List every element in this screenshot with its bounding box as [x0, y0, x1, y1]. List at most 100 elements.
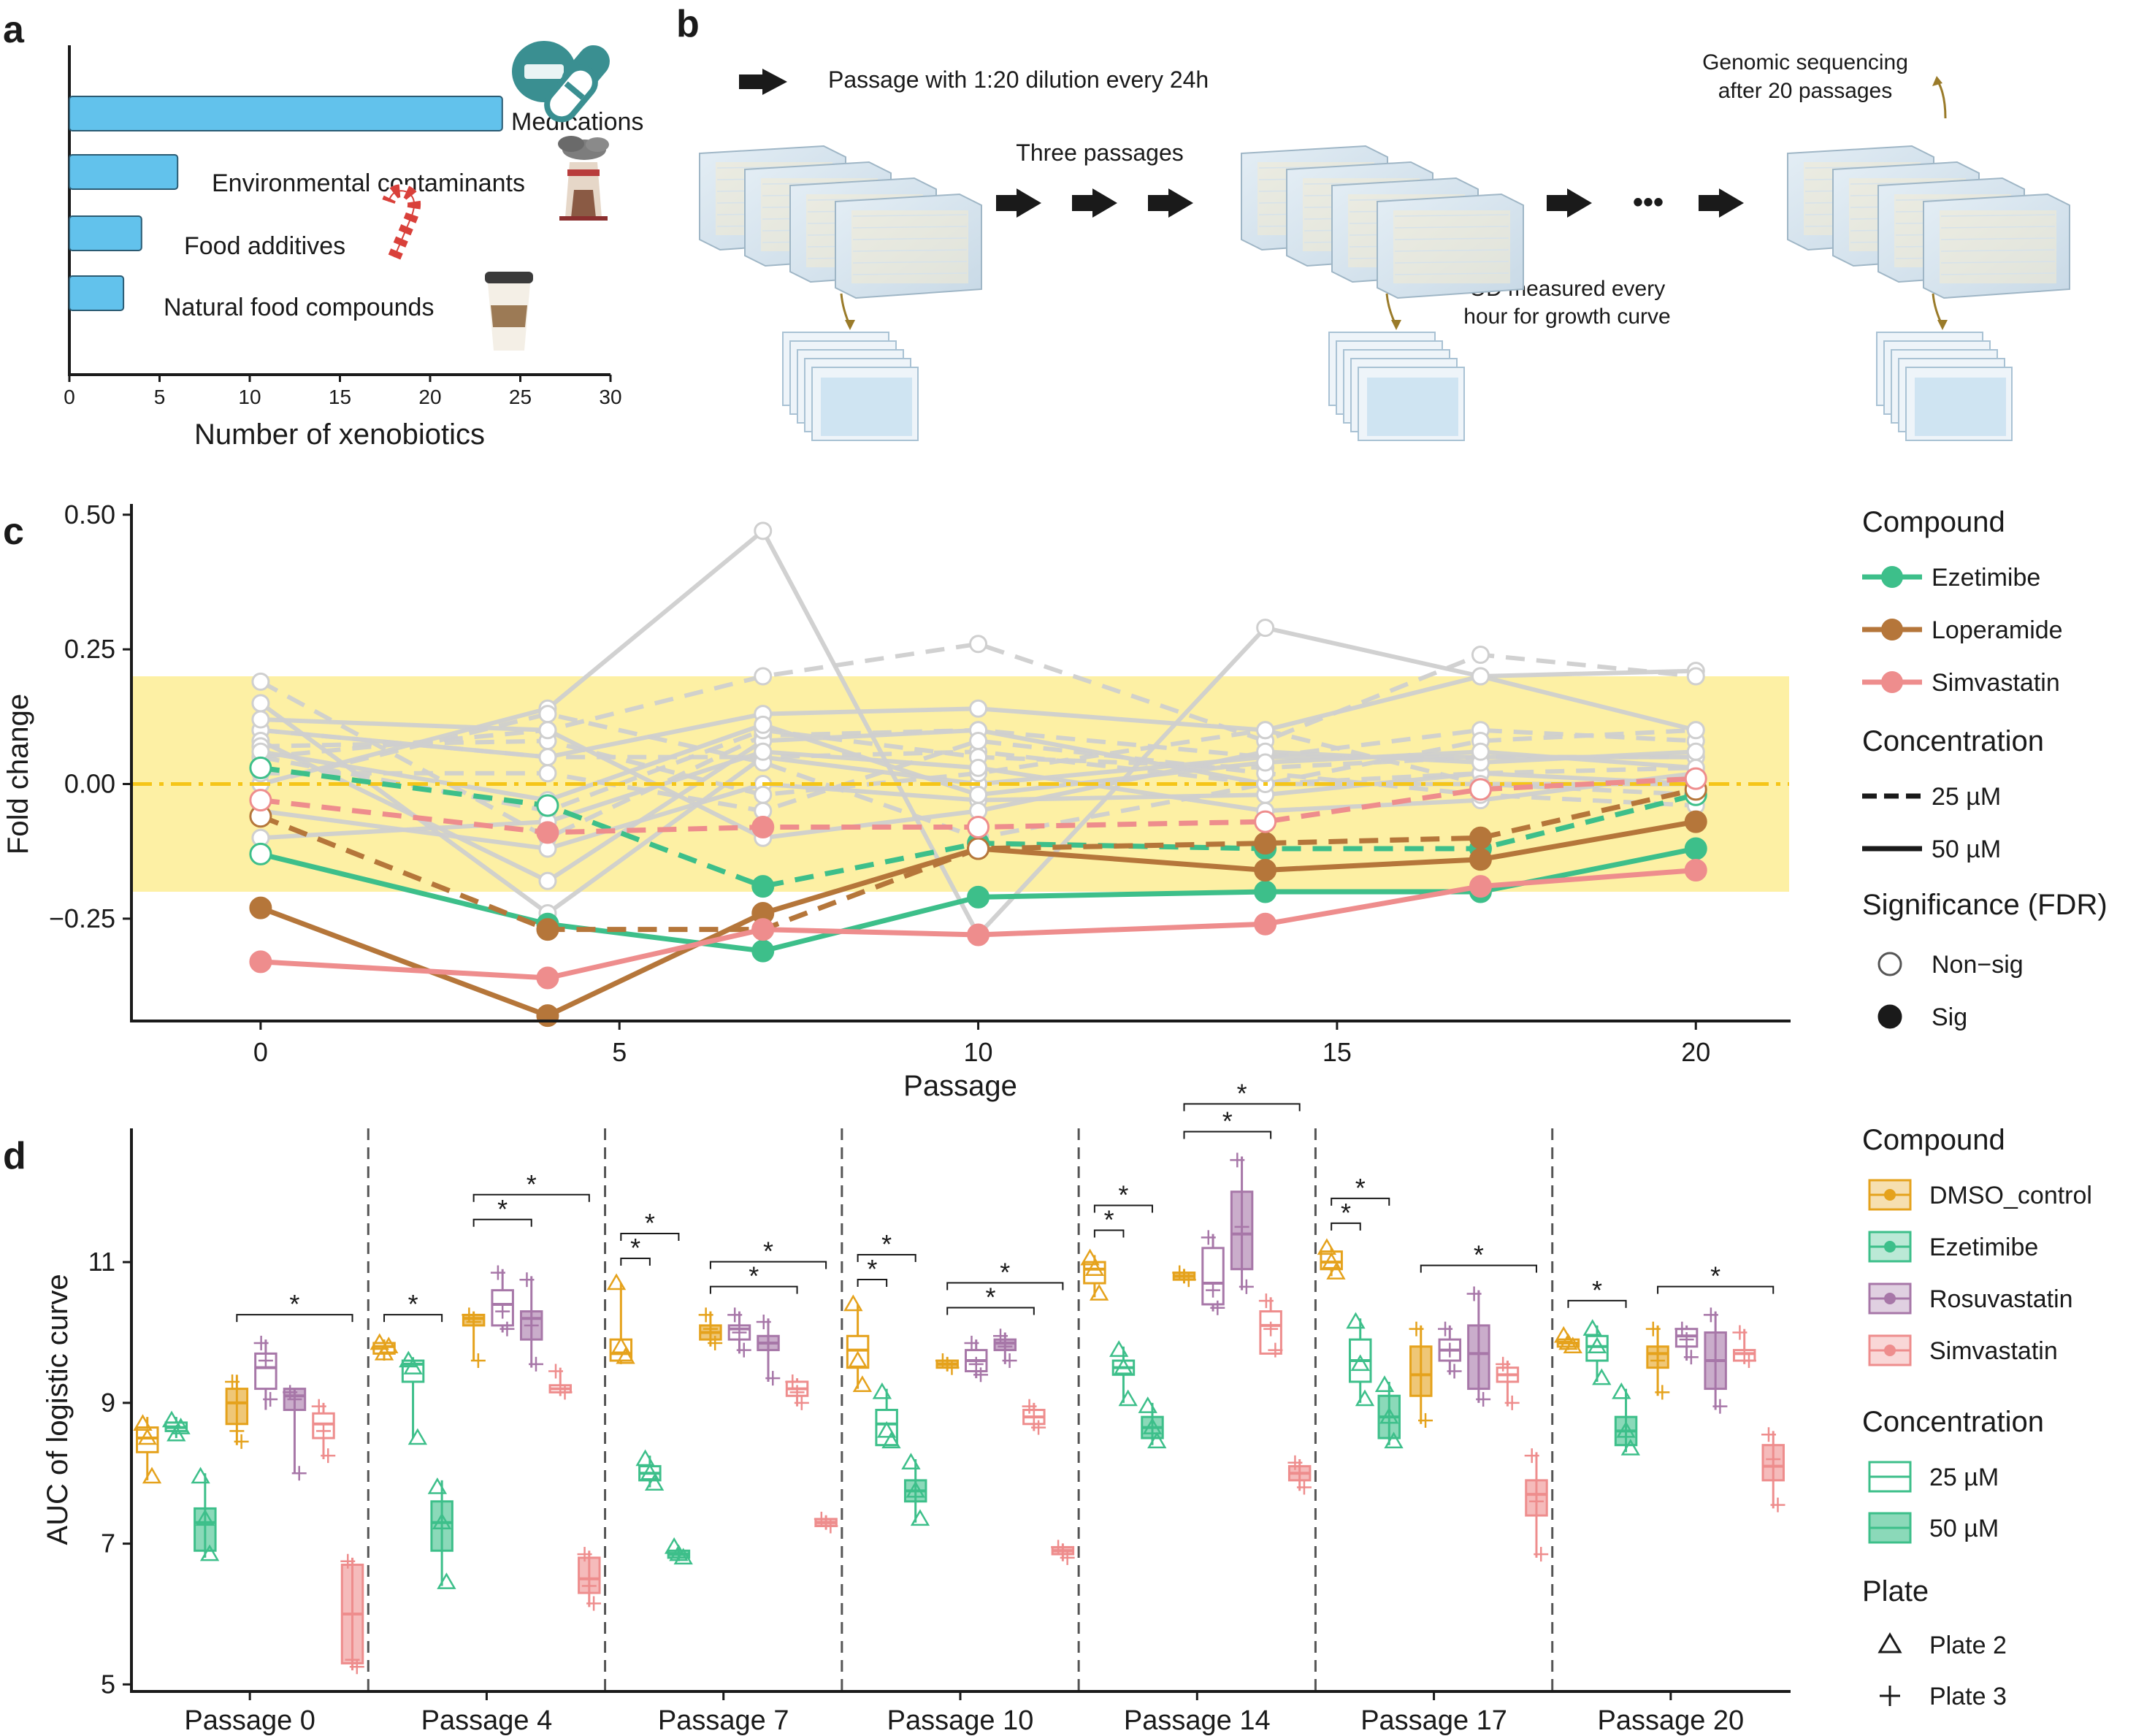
significance-star: * — [289, 1289, 299, 1319]
plate3-point — [470, 1353, 486, 1369]
arrow-head — [1567, 188, 1592, 218]
plate2-point — [407, 1428, 428, 1445]
legend-dot — [1884, 1241, 1896, 1253]
series-point — [1469, 875, 1492, 898]
plate3-point — [785, 1374, 800, 1389]
plate3-point — [1741, 1353, 1756, 1369]
assay-plate-stack-icon — [1328, 332, 1465, 441]
plate2-point — [673, 1548, 693, 1565]
plate3-point — [528, 1356, 543, 1372]
x-tick-label: 15 — [1322, 1037, 1352, 1067]
plate3-point — [490, 1265, 505, 1280]
plate2-point — [1620, 1439, 1640, 1456]
plate3-point — [1645, 1321, 1661, 1337]
series-point — [1469, 848, 1492, 871]
significance-star: * — [630, 1233, 640, 1263]
plate3-point — [1466, 1286, 1482, 1301]
plate2-point — [171, 1418, 191, 1434]
significance-bracket: * — [620, 1233, 651, 1266]
plate2-point — [644, 1474, 665, 1491]
bracket-line — [1183, 1103, 1301, 1112]
plate-grid-line — [1394, 237, 1509, 240]
x-tick-label: Passage 14 — [1124, 1705, 1271, 1736]
curved-arrow-line — [1937, 81, 1947, 119]
significance-bracket: * — [1183, 1079, 1301, 1112]
series-point — [1469, 826, 1492, 849]
plate3-point — [349, 1659, 364, 1675]
plate2-point — [1379, 1407, 1399, 1424]
plate3-point — [973, 1367, 989, 1383]
plate3-point — [1031, 1420, 1046, 1435]
panel-c-y-label: Fold change — [2, 694, 34, 854]
y-tick-label: 9 — [101, 1388, 115, 1418]
plate3-point — [1528, 1494, 1544, 1509]
pills-icon — [512, 41, 610, 123]
bracket-line — [1331, 1222, 1361, 1231]
series-point — [536, 821, 559, 844]
plate3-point — [1447, 1364, 1462, 1379]
legend-label: Plate 3 — [1929, 1683, 2007, 1710]
x-tick-label: Passage 10 — [887, 1705, 1034, 1736]
plate3-point — [1534, 1547, 1549, 1562]
arrow-shaft — [1072, 195, 1094, 211]
significance-bracket: * — [1093, 1179, 1153, 1213]
curved-arrow-up-icon — [1932, 76, 1947, 119]
bar-natural-food-compounds — [69, 275, 125, 311]
plate3-point — [548, 1364, 564, 1379]
curved-arrow-head — [845, 320, 855, 330]
coffee-cup-icon — [485, 272, 533, 351]
plate3-point — [1296, 1480, 1312, 1495]
plate2-point — [1558, 1333, 1578, 1350]
legend-dot — [1881, 566, 1903, 588]
plate2-point — [1592, 1368, 1612, 1385]
panel-d-y-label: AUC of logistic curve — [42, 1274, 74, 1545]
plate3-point — [1413, 1367, 1428, 1383]
x-tick-label: 5 — [612, 1037, 627, 1067]
series-point — [1684, 859, 1707, 882]
plate2-point — [161, 1410, 182, 1428]
plate-grid-line — [852, 249, 968, 252]
plate2-point — [432, 1513, 452, 1529]
plate3-point — [968, 1356, 984, 1372]
bracket-line — [620, 1233, 680, 1242]
plate2-point — [910, 1509, 930, 1526]
significance-star: * — [1710, 1261, 1720, 1291]
plate3-point — [1708, 1353, 1723, 1369]
plate3-point — [944, 1360, 960, 1375]
curved-arrow-icon — [1932, 293, 1948, 330]
arrow-shaft — [1148, 195, 1170, 211]
series-point — [969, 758, 988, 777]
x-tick-label: 0 — [64, 386, 75, 408]
series-point — [754, 715, 773, 734]
significance-star: * — [867, 1254, 877, 1284]
plate2-point — [133, 1414, 153, 1431]
assay-wells — [1915, 378, 2006, 436]
series-point — [1469, 778, 1492, 801]
plate3-point — [495, 1304, 510, 1319]
ellipsis-dots: ••• — [1633, 186, 1664, 218]
plate3-point — [577, 1547, 592, 1562]
plate-wells — [1940, 210, 2056, 283]
bracket-line — [946, 1282, 1064, 1290]
series-point — [1256, 721, 1275, 740]
arrow-head — [1017, 188, 1041, 218]
plate3-point — [1060, 1550, 1075, 1565]
legend-plus — [1880, 1686, 1900, 1706]
arrow-head — [1168, 188, 1193, 218]
plate2-point — [852, 1375, 873, 1393]
plate3-point — [225, 1374, 240, 1389]
plate-stack-icon — [1241, 145, 1524, 299]
plate-grid-line — [1394, 261, 1509, 264]
significance-star: * — [986, 1282, 996, 1312]
plate3-point — [1712, 1399, 1728, 1414]
bracket-line — [620, 1258, 651, 1266]
series-point — [249, 789, 272, 812]
arrow-icon — [1699, 188, 1744, 218]
y-tick-label: −0.25 — [49, 903, 115, 933]
bar-label: Environmental contaminants — [212, 169, 525, 197]
plate2-point — [1084, 1259, 1105, 1276]
significance-bracket: * — [1331, 1198, 1361, 1231]
legend-label: Sig — [1932, 1003, 1967, 1031]
